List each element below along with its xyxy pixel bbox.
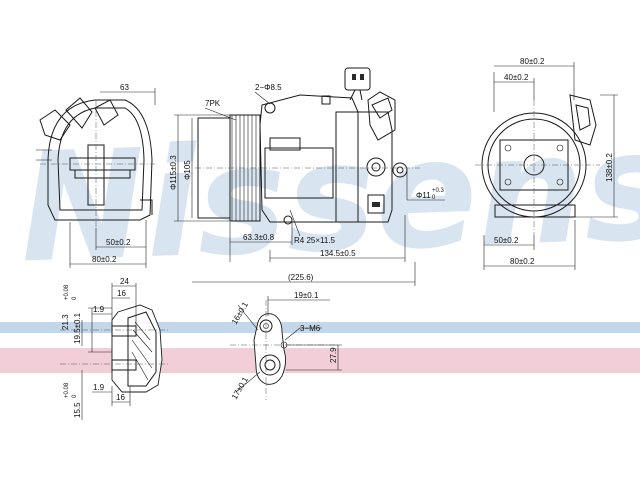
dim-16-bottom: 16: [116, 393, 125, 402]
dim-d11-tol-lo: 0: [432, 195, 436, 201]
dim-r-80-top: 80±0.2: [520, 57, 545, 66]
dim-17: 17±0.1: [230, 375, 250, 401]
detail-flange-right: 19±0.1 3−M6 27.9 16±0.1 17±0.1: [230, 291, 342, 401]
dim-16-top: 16: [117, 289, 126, 298]
dim-63: 63: [120, 83, 129, 92]
dim-d115: Φ115±0.3: [169, 155, 178, 190]
dim-21-3-tol-lo: 0: [72, 296, 78, 300]
label-7pk: 7PK: [205, 99, 221, 108]
dim-15-5: 15.5: [73, 402, 82, 418]
dim-r-138: 138±0.2: [605, 153, 614, 182]
right-end-view: 80±0.2 40±0.2 138±0.2 50±0.2 80±0.2: [475, 57, 618, 270]
dim-24: 24: [120, 277, 129, 286]
label-3-m6: 3−M6: [300, 324, 321, 333]
dim-thread: R4 25×11.5: [294, 236, 336, 245]
dim-d11: Φ11: [416, 191, 431, 200]
dim-d11-tol-hi: +0.3: [432, 188, 445, 194]
dim-15-5-tol-lo: 0: [72, 394, 78, 398]
label-holes: 2−Φ8.5: [255, 83, 282, 92]
dim-80: 80±0.2: [92, 255, 117, 264]
dim-63-3: 63.3±0.8: [243, 233, 275, 242]
dim-21-3-tol-hi: +0.08: [64, 284, 70, 300]
dim-r-50: 50±0.2: [494, 236, 519, 245]
dim-19-5: 19.5±0.1: [73, 312, 82, 344]
dim-21-3: 21.3: [61, 314, 70, 330]
dim-27-9: 27.9: [329, 347, 338, 363]
left-end-view: 63 50±0.2 80±0.2: [36, 83, 156, 268]
blue-band: [0, 322, 640, 333]
detail-fitting-left: 21.3 +0.08 0 19.5±0.1 24 16 1.9 1.9 16 1…: [60, 277, 170, 420]
dim-r-80-bottom: 80±0.2: [510, 257, 535, 266]
dim-50: 50±0.2: [106, 238, 131, 247]
dim-15-5-tol-hi: +0.08: [64, 382, 70, 398]
dim-225-6: (225.6): [288, 273, 314, 282]
dim-19: 19±0.1: [294, 291, 319, 300]
dim-r-40: 40±0.2: [504, 73, 529, 82]
side-view: Φ115±0.3 Φ105 7PK 2−Φ8.5 Φ11 +0.3 0 63.3…: [169, 67, 445, 286]
dim-d105: Φ105: [183, 160, 192, 180]
dim-134-5: 134.5±0.5: [320, 249, 356, 258]
dim-1-9-bottom: 1.9: [93, 383, 105, 392]
dim-1-9-top: 1.9: [93, 305, 105, 314]
